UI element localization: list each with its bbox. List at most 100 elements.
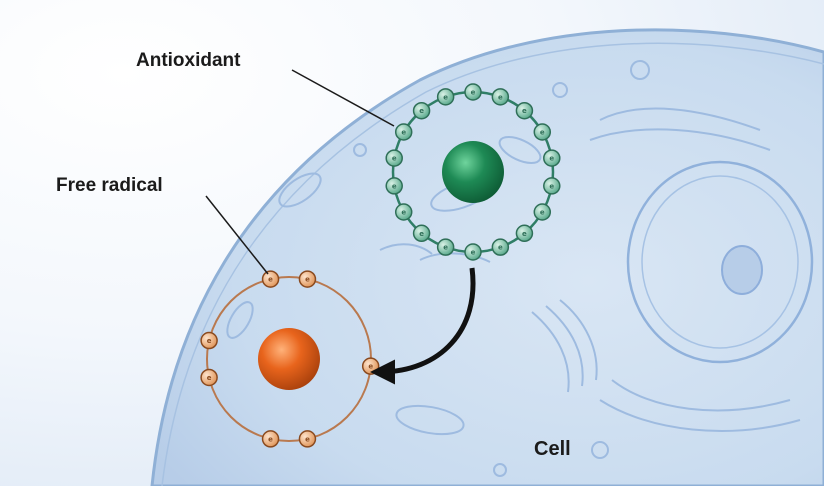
electron-symbol: e [540,129,545,137]
organelles [226,60,814,477]
electron-symbol: e [498,244,503,252]
electron-ball [200,368,218,387]
antioxidant-electron: e [543,177,561,195]
mitochondrion [498,136,542,164]
electron-symbol: e [305,276,310,284]
electron-ball [394,123,413,141]
golgi [545,305,584,387]
electron-ball [385,177,403,195]
cell-label: Cell [534,438,571,460]
er-fold [419,252,491,263]
er-fold [611,379,791,412]
antioxidant-electron: e [385,149,403,167]
antioxidant-electron: e [436,238,455,256]
electron-symbol: e [522,230,527,238]
free-radical-leader-line [205,195,269,275]
electron-symbol: e [443,93,448,101]
antioxidant-electron: e [515,101,534,120]
antioxidant-electron: e [412,101,431,120]
antioxidant-electron: e [464,243,482,261]
electron-ball [543,149,561,167]
antioxidant-electron: e [464,83,482,101]
electron-symbol: e [268,276,273,284]
antioxidant-electron: e [533,123,552,141]
free-radical-electron: e [200,331,218,350]
free-radical-nucleus [258,328,320,390]
er-fold [379,243,433,255]
electron-ball [436,88,455,106]
antioxidant-electron: e [543,149,561,167]
electron-ball [298,430,317,448]
electron-symbol: e [471,89,476,97]
free-radical-electron: e [298,270,317,288]
electron-ball [412,224,431,243]
electron-symbol: e [522,107,527,115]
golgi [531,311,570,393]
free-radical-electron: e [261,430,280,448]
electron-symbol: e [401,129,406,137]
electron-ball [394,203,413,221]
electron-ball [533,203,552,221]
er-fold [599,399,801,432]
antioxidant-electron: e [385,177,403,195]
electron-ball [515,224,534,243]
vesicle [353,143,367,157]
electron-symbol: e [540,209,545,217]
electron-symbol: e [401,209,406,217]
antioxidant-label: Antioxidant [136,50,241,71]
electron-ball [412,101,431,120]
free-radical-label: Free radical [56,175,163,196]
electron-ball [491,88,510,106]
electron-symbol: e [392,182,397,190]
er-fold [589,128,771,151]
vesicle [552,82,568,98]
cell-nucleus [626,160,814,364]
cell-membrane-inner [161,42,824,486]
antioxidant-electron: e [533,203,552,221]
mitochondrion [226,301,254,339]
electron-symbol: e [207,337,212,345]
cell [150,28,824,486]
cell-body [150,28,824,486]
electron-ball [464,83,482,101]
electron-symbol: e [419,107,424,115]
electron-symbol: e [443,244,448,252]
electron-ball [298,270,317,288]
antioxidant-electron: e [394,203,413,221]
electron-ball [491,238,510,256]
nuclear-envelope [641,175,799,349]
electron-ball [515,101,534,120]
mitochondrion [395,404,465,436]
mitochondrion [278,172,322,208]
electron-ball [464,243,482,261]
antioxidant-electron: e [491,88,510,106]
vesicle [630,60,650,80]
vesicle [591,441,609,459]
antioxidant-electrons: e e e e e e e e e e e e e e e e e e [385,83,561,261]
electron-ball [261,430,280,448]
golgi [559,299,598,381]
electron-ball [200,331,218,350]
electron-ball [533,123,552,141]
electron-symbol: e [419,230,424,238]
electron-symbol: e [368,363,373,371]
electron-ball [543,177,561,195]
vesicle [493,463,507,477]
electron-symbol: e [207,374,212,382]
antioxidant-leader-line [291,69,395,127]
antioxidant-electron: e [491,238,510,256]
electron-symbol: e [268,435,273,443]
antioxidant-electron: e [436,88,455,106]
electron-ball [385,149,403,167]
antioxidant-electron: e [412,224,431,243]
electron-symbol: e [498,93,503,101]
electron-ball [261,270,280,288]
electron-symbol: e [549,182,554,190]
electron-ball [436,238,455,256]
nucleolus [721,245,763,295]
electron-symbol: e [471,249,476,257]
antioxidant-electron: e [515,224,534,243]
er-fold [599,107,761,131]
